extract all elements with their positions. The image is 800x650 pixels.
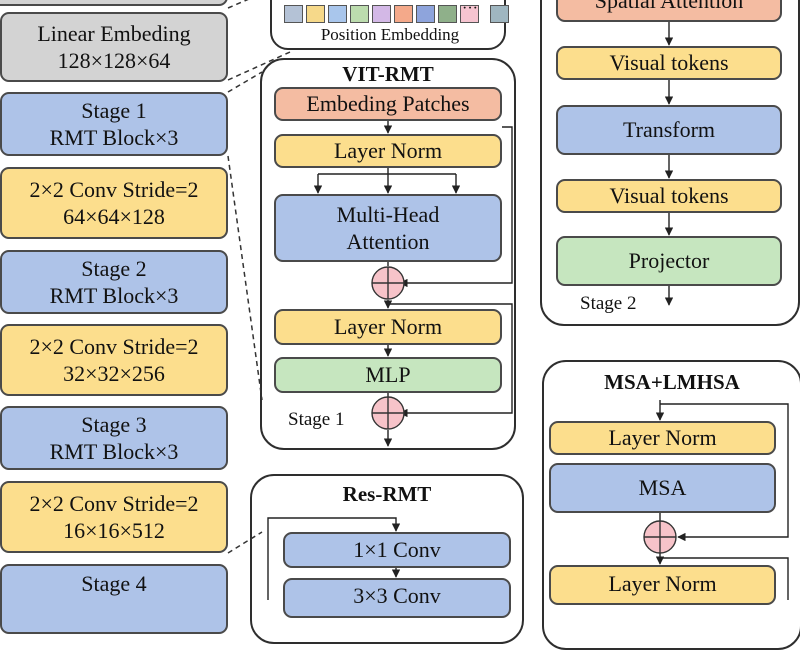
msa-layer-norm-1: Layer Norm: [549, 421, 776, 455]
dash-top: [227, 0, 249, 9]
position-token: [438, 5, 457, 23]
position-token: [416, 5, 435, 23]
mha-line-2: Attention: [346, 229, 430, 254]
embedding-patches-block: Embeding Patches: [274, 87, 502, 121]
projector-block: Projector: [556, 236, 782, 286]
dash-conv3-to-res: [227, 531, 263, 554]
position-embedding-panel: ··· Position Embedding: [270, 0, 509, 50]
vit-layer-norm-2: Layer Norm: [274, 309, 502, 345]
position-token: [284, 5, 303, 23]
position-token: [490, 5, 509, 23]
position-token: [328, 5, 347, 23]
projector-label: Projector: [628, 248, 710, 274]
msa-skip: [660, 403, 789, 542]
stage3-block: Stage 3 RMT Block×3: [0, 406, 228, 470]
vit-rmt-title: VIT-RMT: [342, 62, 434, 86]
position-token: [394, 5, 413, 23]
spatial-attention-block: Spatial Attention: [556, 0, 782, 22]
vit-layer-norm-1: Layer Norm: [274, 134, 502, 168]
position-token: [372, 5, 391, 23]
stage4-title: Stage 4: [81, 571, 147, 596]
conv2-block: 2×2 Conv Stride=2 32×32×256: [0, 324, 228, 396]
conv3-dims: 16×16×512: [63, 518, 165, 543]
conv1-dims: 64×64×128: [63, 204, 165, 229]
conv-1x1-block: 1×1 Conv: [283, 532, 511, 568]
msa-layer-norm-1-label: Layer Norm: [608, 425, 717, 451]
conv1-block: 2×2 Conv Stride=2 64×64×128: [0, 167, 228, 239]
multi-head-attention-block: Multi-Head Attention: [274, 194, 502, 262]
visual-tokens-2-label: Visual tokens: [609, 183, 729, 209]
position-token-ellipsis: ···: [462, 0, 478, 17]
position-token: [350, 5, 369, 23]
position-token-strip: ···: [284, 0, 509, 24]
position-embedding-label: Position Embedding: [320, 25, 460, 44]
stage3-sub: RMT Block×3: [49, 439, 179, 464]
vit-layer-norm-2-label: Layer Norm: [333, 314, 443, 340]
msa-layer-norm-2: Layer Norm: [549, 565, 776, 605]
linear-embedding-title: Linear Embeding: [37, 20, 191, 46]
stage1-title: Stage 1: [81, 97, 147, 123]
position-token: [460, 5, 479, 23]
dash-linear-to-pos: [227, 51, 291, 81]
msa-label: MSA: [638, 475, 687, 501]
stage1-sub: RMT Block×3: [49, 125, 179, 150]
right-stage-label: Stage 2: [580, 293, 637, 314]
vit-stage-label: Stage 1: [288, 409, 345, 430]
conv3-title: 2×2 Conv Stride=2: [29, 490, 199, 516]
visual-tokens-1-block: Visual tokens: [556, 46, 782, 80]
conv3-block: 2×2 Conv Stride=2 16×16×512: [0, 481, 228, 553]
dash-stage1-to-vit-top: [227, 71, 263, 93]
stage2-title: Stage 2: [81, 255, 147, 281]
msa-lmhsa-title: MSA+LMHSA: [604, 370, 740, 394]
conv2-dims: 32×32×256: [63, 361, 165, 386]
conv1-title: 2×2 Conv Stride=2: [29, 176, 199, 202]
conv-1x1-label: 1×1 Conv: [353, 537, 441, 563]
msa-block: MSA: [549, 463, 776, 513]
res-rmt-title: Res-RMT: [342, 482, 432, 506]
res-skip-line: [267, 517, 401, 600]
spatial-attention-label: Spatial Attention: [594, 0, 744, 13]
connector-lines: [227, 0, 789, 600]
stage2-sub: RMT Block×3: [49, 283, 179, 308]
transform-label: Transform: [622, 117, 716, 143]
mha-line-1: Multi-Head: [336, 201, 440, 227]
skip-2: [388, 303, 513, 418]
dash-stage1-to-vit-bottom: [227, 155, 263, 401]
vit-layer-norm-1-label: Layer Norm: [333, 138, 443, 164]
conv2-title: 2×2 Conv Stride=2: [29, 333, 199, 359]
mlp-block: MLP: [274, 357, 502, 393]
transform-block: Transform: [556, 105, 782, 155]
msa-layer-norm-2-label: Layer Norm: [608, 571, 717, 596]
stage2-block: Stage 2 RMT Block×3: [0, 250, 228, 314]
skip-1: [399, 126, 513, 288]
stage3-title: Stage 3: [81, 411, 147, 437]
msa-skip-2: [660, 557, 789, 600]
position-token: [306, 5, 325, 23]
visual-tokens-1-label: Visual tokens: [609, 50, 729, 76]
stage1-block: Stage 1 RMT Block×3: [0, 92, 228, 156]
embedding-patches-label: Embeding Patches: [306, 91, 470, 117]
linear-embedding-block: Linear Embeding 128×128×64: [0, 12, 228, 82]
linear-embedding-dims: 128×128×64: [57, 48, 171, 73]
visual-tokens-2-block: Visual tokens: [556, 179, 782, 213]
mlp-label: MLP: [365, 362, 411, 388]
